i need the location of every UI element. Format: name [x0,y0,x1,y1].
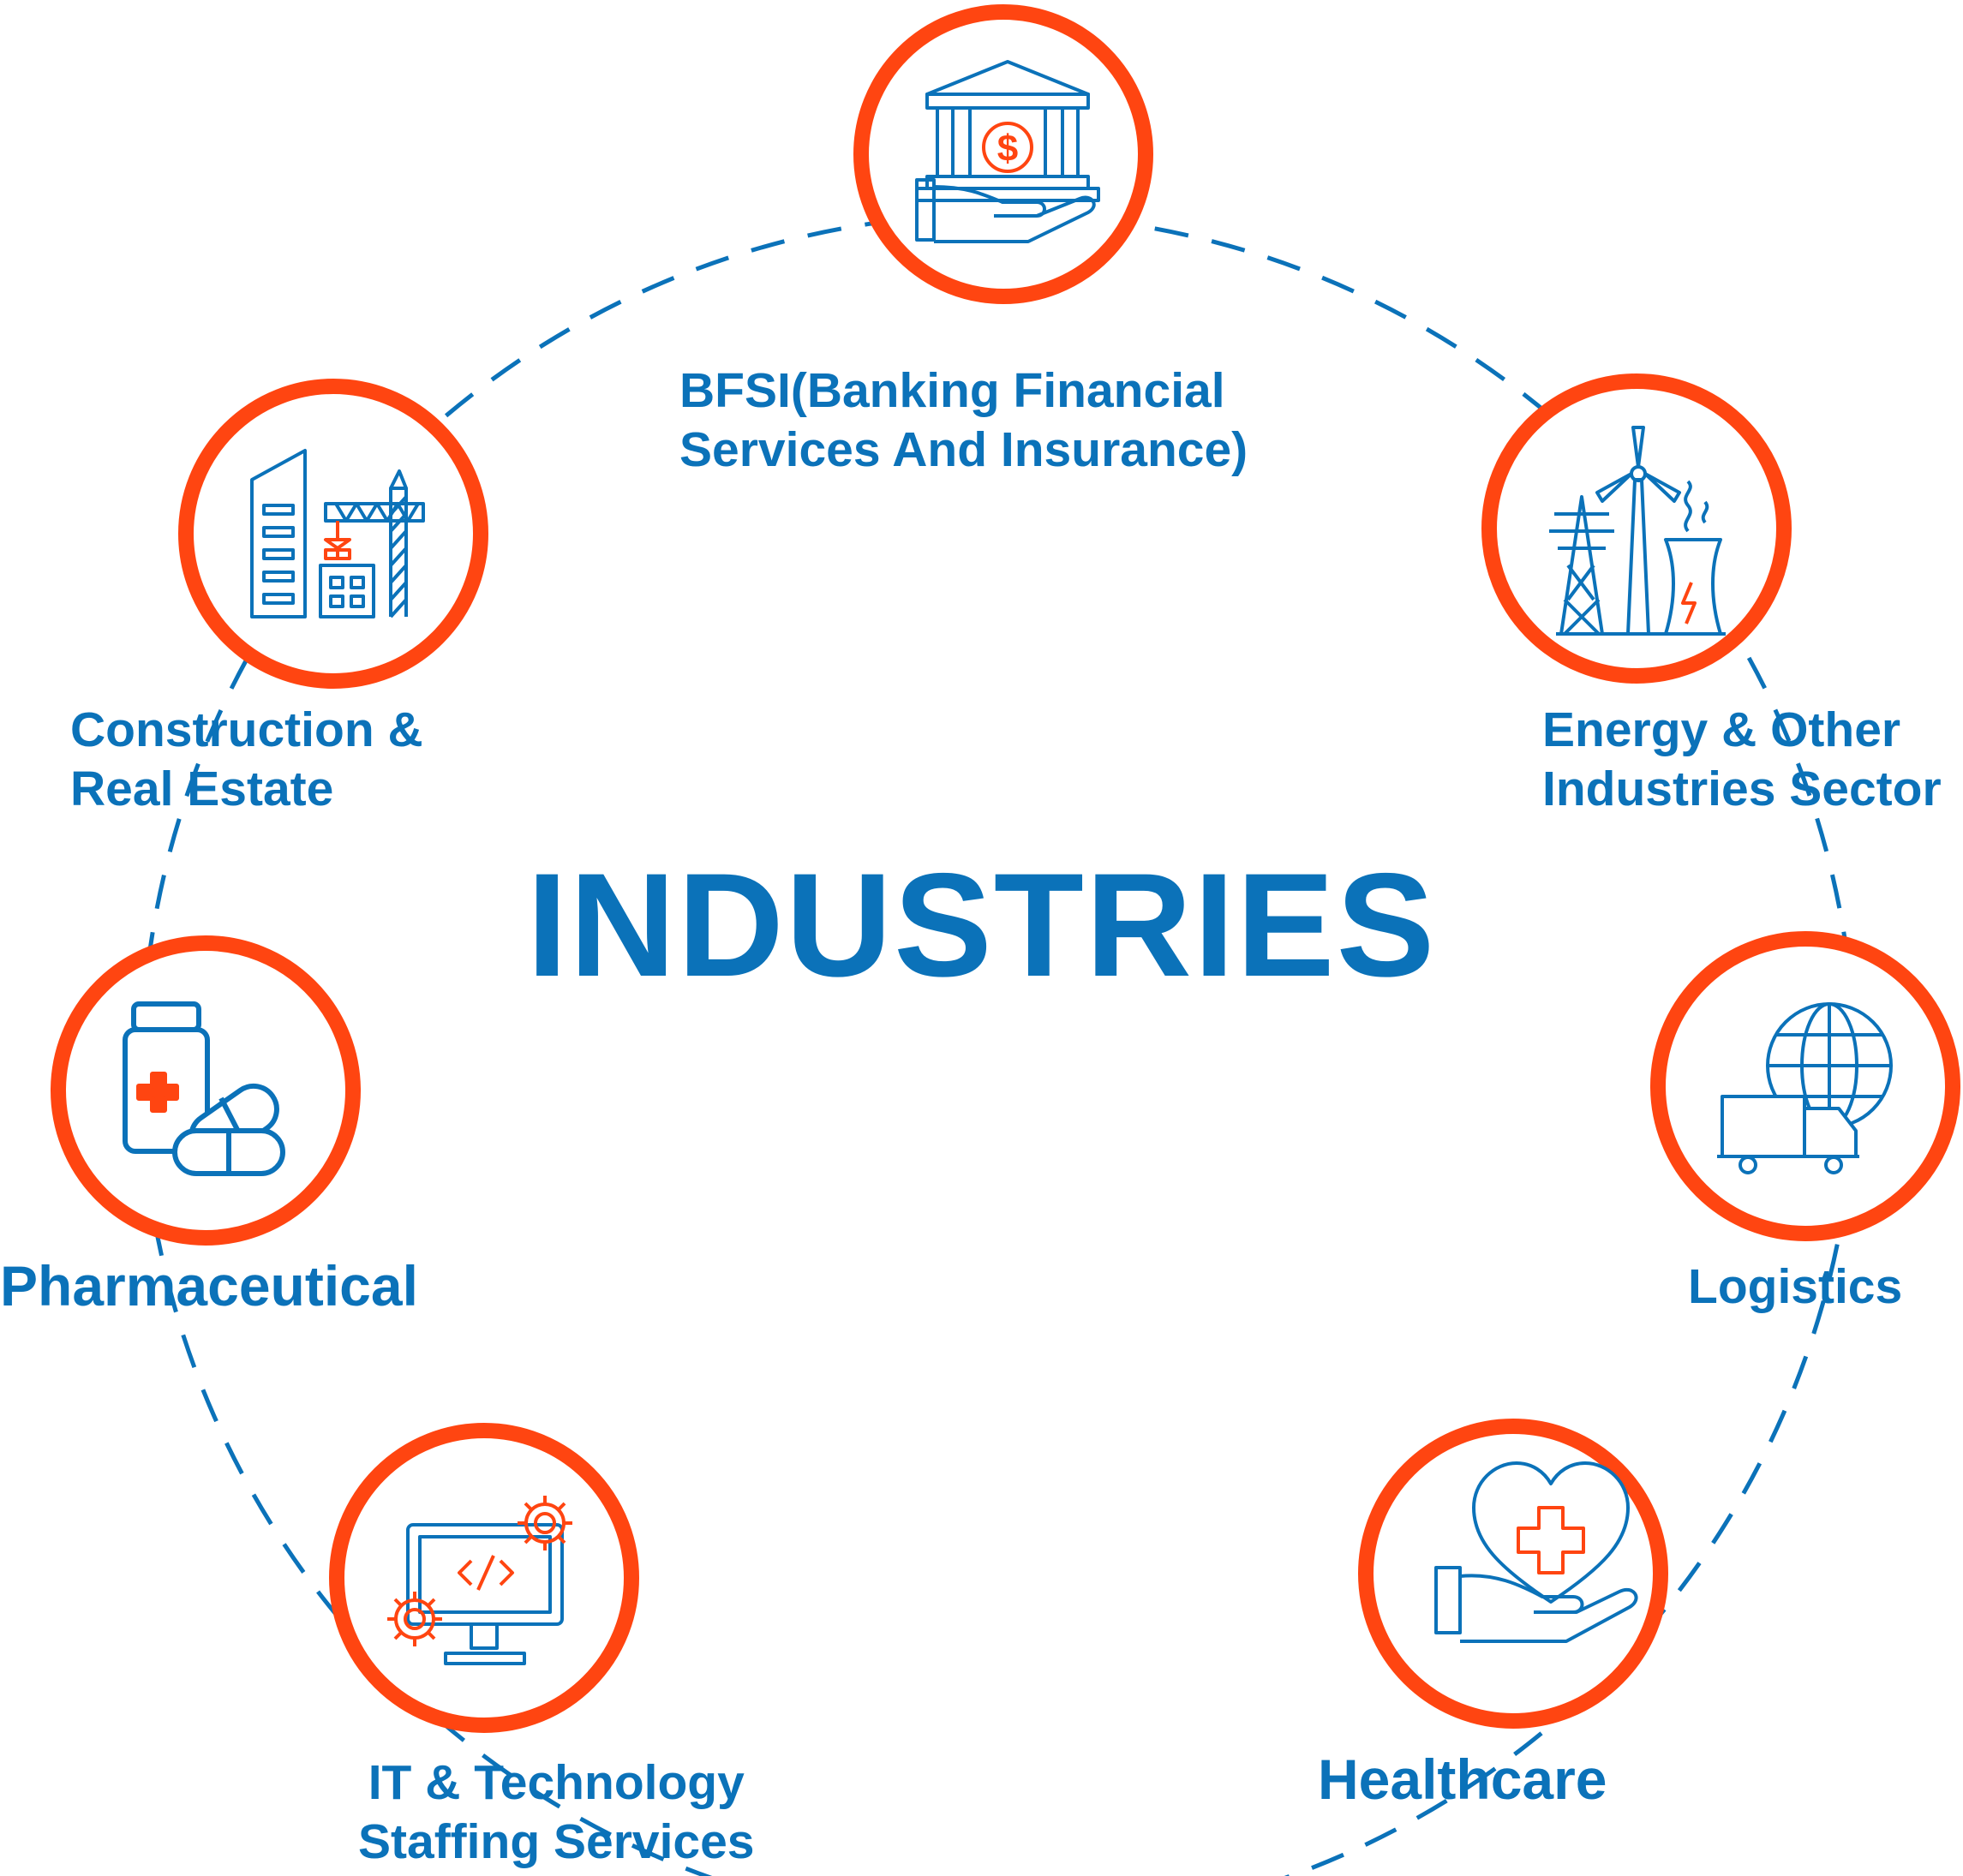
label-construction: Construction & Real Estate [70,701,423,819]
bank-hand-icon: $ [915,60,1100,243]
page-title: INDUSTRIES [526,843,1437,1007]
label-bfsi: BFSI(Banking Financial Services And Insu… [679,361,1248,480]
label-logistics: Logistics [1688,1258,1902,1317]
heart-care-icon [1434,1461,1638,1643]
label-energy-line2: Industries Sector [1542,762,1942,816]
svg-text:$: $ [997,128,1018,170]
buildings-crane-icon [250,449,425,618]
label-it-line2: Staffing Services [358,1814,755,1869]
label-it: IT & Technology Staffing Services [358,1754,755,1872]
node-bfsi: $ [853,4,1153,304]
label-energy-line1: Energy & Other [1542,702,1901,757]
label-pharma-line1: Pharmaceutical [0,1254,418,1317]
globe-truck-icon [1717,1002,1893,1174]
label-bfsi-line1: BFSI(Banking Financial [679,363,1225,418]
node-construction [178,379,488,689]
node-pharma [51,935,361,1246]
label-bfsi-line2: Services And Insurance) [679,422,1248,477]
label-healthcare: Healthcare [1318,1746,1607,1813]
label-construction-line1: Construction & [70,702,423,757]
label-logistics-line1: Logistics [1688,1259,1903,1314]
label-pharma: Pharmaceutical [0,1252,418,1319]
node-it [329,1423,639,1733]
label-it-line1: IT & Technology [368,1755,745,1810]
medicine-pills-icon [123,1001,285,1176]
node-logistics [1650,931,1960,1241]
monitor-code-gears-icon [387,1496,572,1665]
node-energy [1481,373,1792,684]
label-healthcare-line1: Healthcare [1318,1748,1607,1811]
label-construction-line2: Real Estate [70,762,334,816]
label-energy: Energy & Other Industries Sector [1542,701,1942,819]
node-healthcare [1358,1419,1668,1729]
wind-turbine-power-icon [1549,426,1726,636]
